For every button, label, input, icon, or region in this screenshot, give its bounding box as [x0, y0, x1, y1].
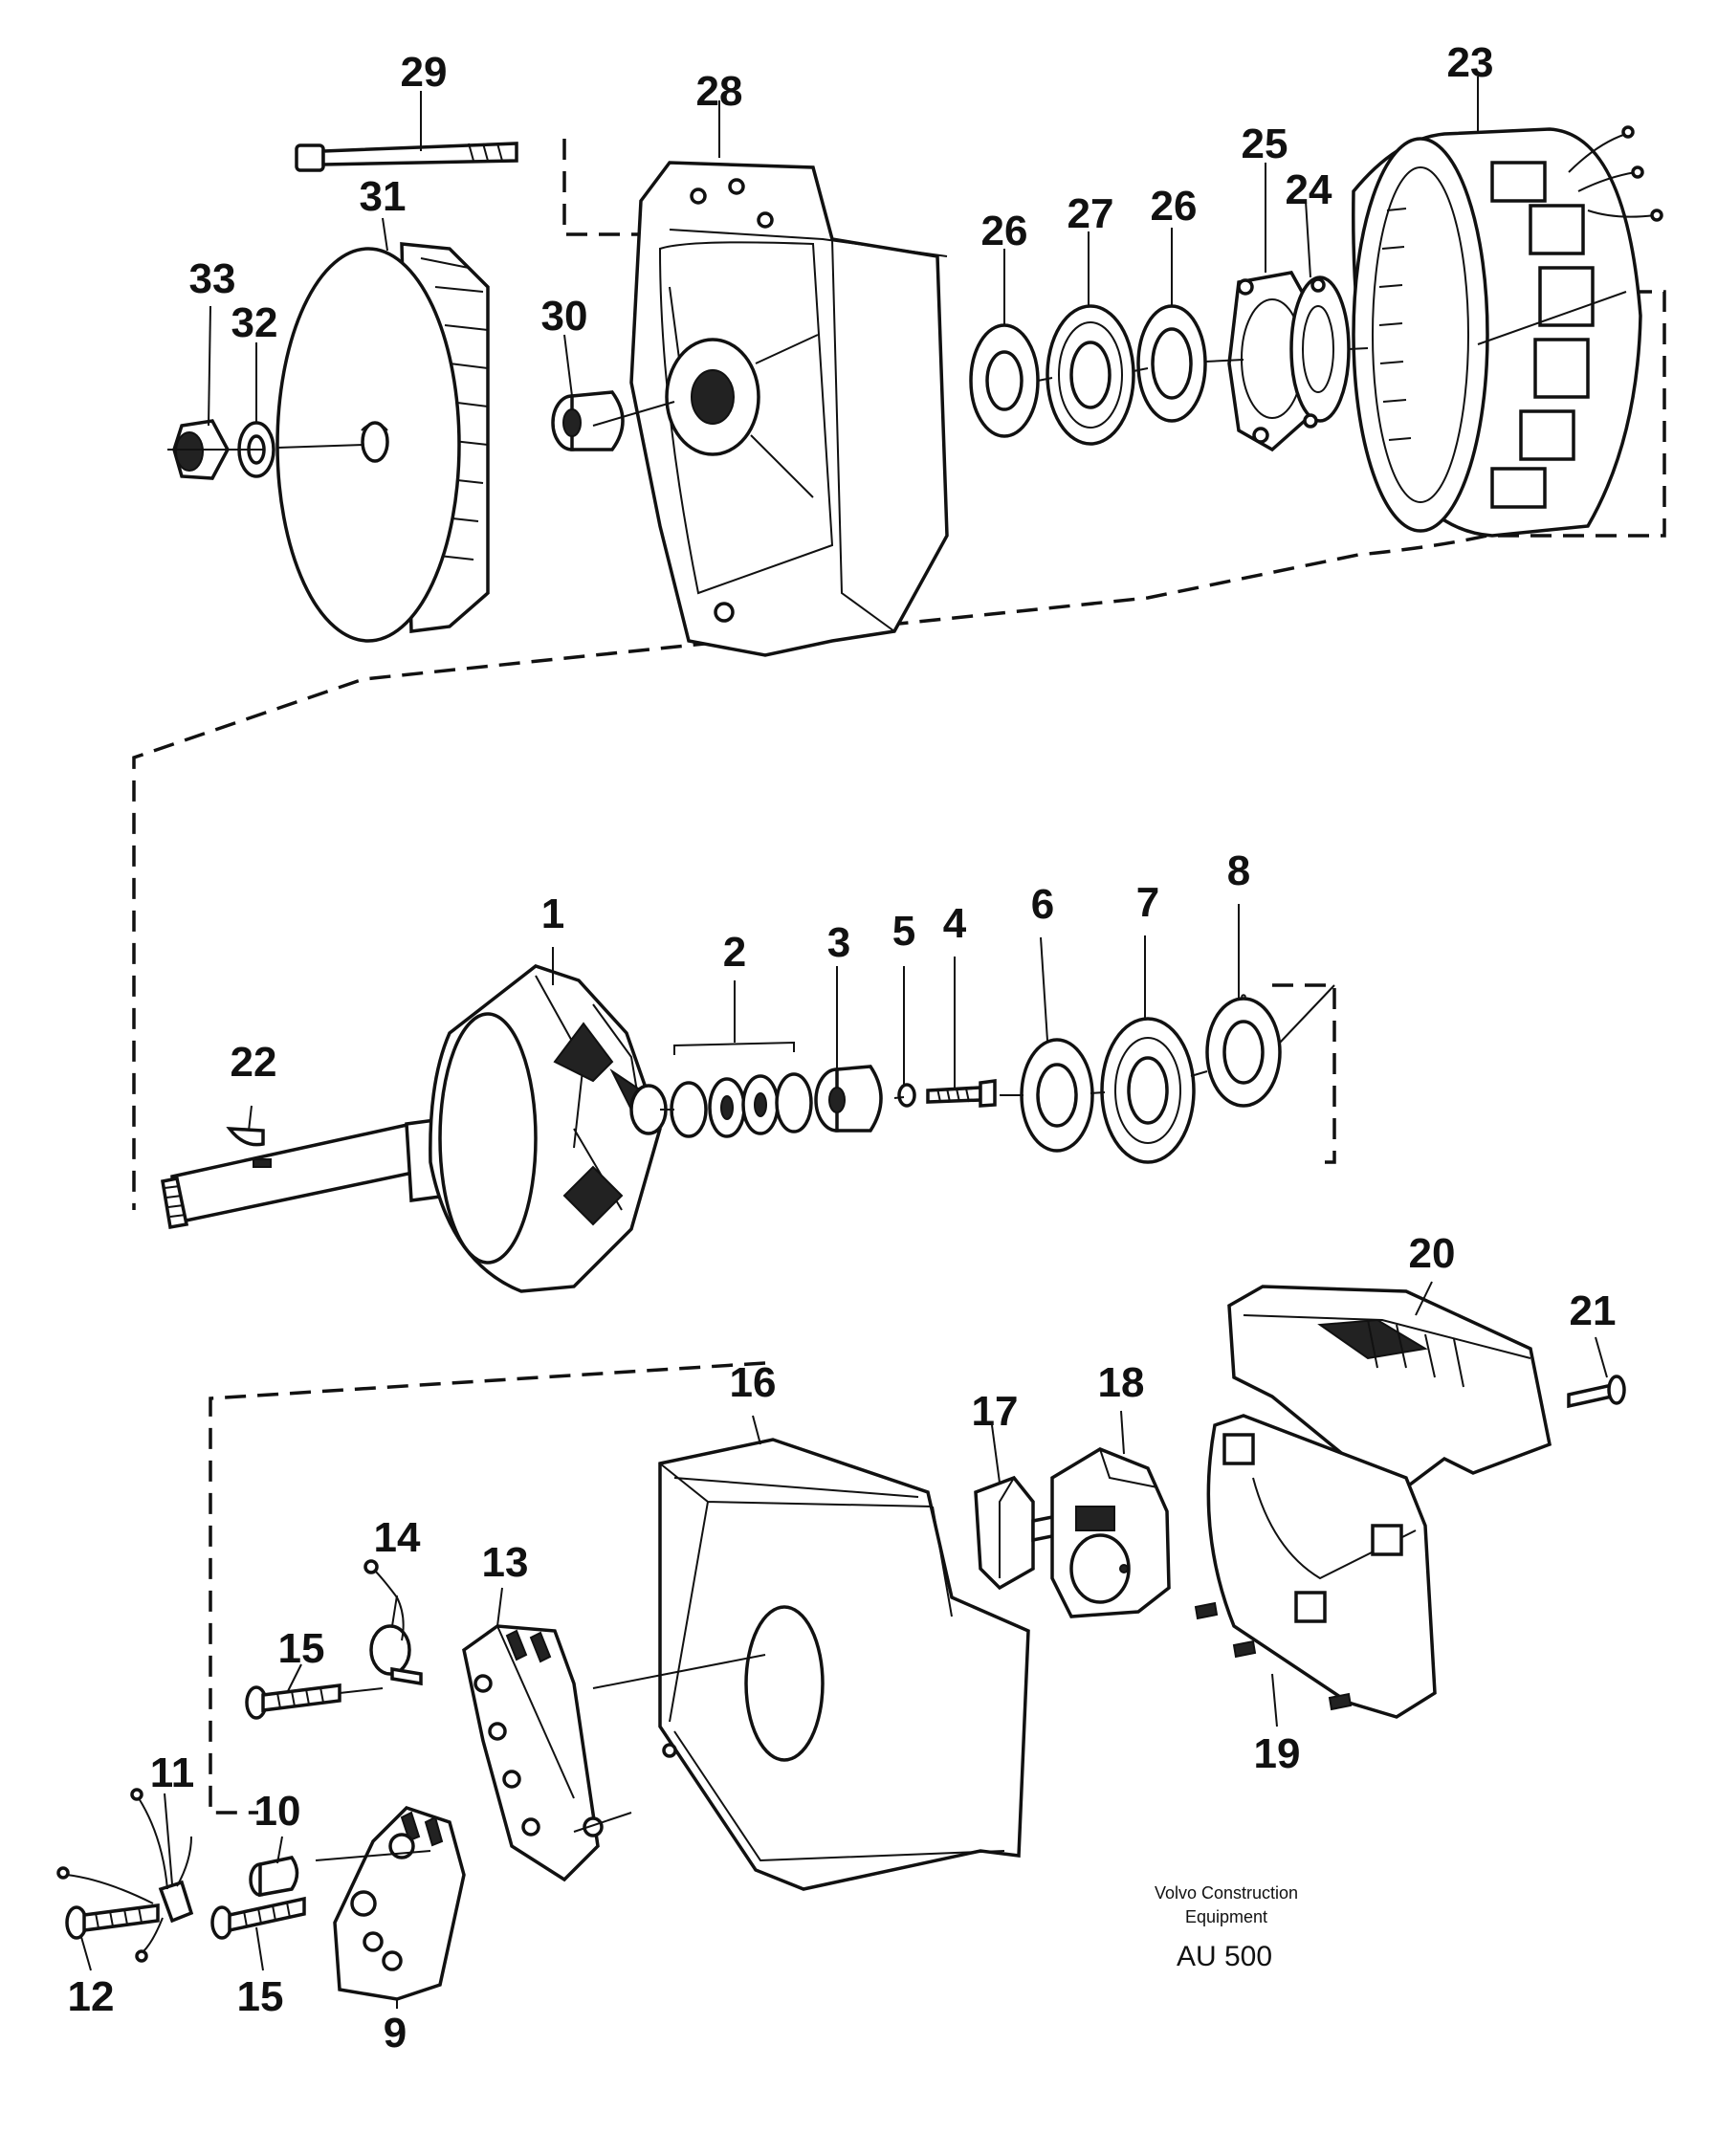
- top-row-assembly-axis: [167, 291, 1627, 451]
- bottom-row-assembly-axis: [315, 1654, 766, 1861]
- part-15-screw-lower: [210, 1896, 306, 1940]
- part-4-screw: [926, 1079, 997, 1108]
- manufacturer-caption: Volvo Construction Equipment AU 500: [1155, 1883, 1298, 1972]
- part-20-rear-cover: [1227, 1285, 1552, 1489]
- callout-2: 2: [723, 929, 746, 976]
- part-21-screw: [1567, 1375, 1626, 1409]
- part-7-ball-bearing: [1100, 1017, 1196, 1164]
- part-2-slip-rings: [670, 1041, 813, 1138]
- part-29-long-bolt: [295, 142, 518, 172]
- callout-9: 9: [384, 2010, 407, 2057]
- part-11-terminal-plate: [56, 1788, 194, 1963]
- part-23-stator: [1352, 125, 1663, 538]
- callout-32: 32: [231, 299, 278, 346]
- callout-11: 11: [150, 1749, 195, 1796]
- part-16-rear-housing: [658, 1438, 1030, 1891]
- callout-10: 10: [254, 1788, 301, 1835]
- callout-28: 28: [696, 68, 743, 115]
- part-19-diode-plate: [1194, 1414, 1437, 1719]
- part-24-bearing-cover: [1289, 275, 1351, 429]
- stator-slots: [1378, 161, 1595, 509]
- part-26-seal-ring-rear: [1136, 304, 1207, 423]
- part-3-slip-ring-bushing: [814, 1065, 883, 1133]
- callout-29: 29: [401, 49, 448, 96]
- part-17-regulator: [974, 1475, 1059, 1591]
- part-5-small-washer: [897, 1083, 916, 1108]
- callout-26-right: 26: [1151, 183, 1198, 230]
- callout-23: 23: [1447, 39, 1494, 86]
- callout-22: 22: [231, 1039, 277, 1086]
- part-6-seal-ring: [1020, 1038, 1094, 1153]
- callout-18: 18: [1098, 1359, 1145, 1406]
- callout-21: 21: [1570, 1287, 1617, 1334]
- part-30-spacer-sleeve: [551, 390, 625, 451]
- callout-1: 1: [541, 891, 564, 937]
- callout-5: 5: [892, 908, 915, 955]
- callout-12: 12: [68, 1973, 115, 2020]
- callout-33: 33: [189, 255, 236, 302]
- callout-13: 13: [482, 1539, 529, 1586]
- caption-line-1: Volvo Construction: [1155, 1883, 1298, 1903]
- callout-27: 27: [1068, 190, 1114, 237]
- callout-leader-lines: [80, 77, 1608, 2009]
- callout-17: 17: [972, 1388, 1019, 1435]
- part-22-woodruff-key: [226, 1127, 265, 1147]
- part-18-regulator-cover: [1050, 1447, 1171, 1618]
- diagram-code: AU 500: [1177, 1941, 1272, 1972]
- callout-25: 25: [1242, 121, 1288, 167]
- callout-15-lower: 15: [237, 1973, 284, 2020]
- part-10-sleeve: [249, 1856, 299, 1898]
- callout-16: 16: [730, 1359, 777, 1406]
- middle-row-assembly-axis: [660, 984, 1335, 1111]
- callout-31: 31: [360, 173, 407, 220]
- callout-24: 24: [1286, 166, 1332, 213]
- callout-14: 14: [374, 1514, 421, 1561]
- callout-26-left: 26: [981, 208, 1028, 254]
- callout-4: 4: [943, 900, 967, 947]
- callout-20: 20: [1409, 1230, 1456, 1277]
- part-27-ball-bearing: [1046, 304, 1135, 446]
- part-1-rotor: [160, 964, 668, 1293]
- part-9-brush-holder: [333, 1805, 466, 2001]
- callout-8: 8: [1227, 847, 1250, 894]
- callout-6: 6: [1031, 881, 1054, 928]
- caption-line-2: Equipment: [1185, 1907, 1267, 1926]
- part-28-end-shield-housing: [629, 161, 949, 657]
- part-13-rectifier-plate: [462, 1624, 604, 1882]
- callout-7: 7: [1136, 879, 1159, 926]
- part-8-seal-ring: [1205, 994, 1282, 1108]
- callout-labels: 29 28 23 25 24 31 27 26 26 33 32 30 8 1 …: [68, 39, 1617, 2057]
- callout-30: 30: [541, 293, 588, 340]
- callout-19: 19: [1254, 1730, 1301, 1777]
- part-12-screw: [65, 1903, 160, 1940]
- callout-3: 3: [827, 919, 850, 966]
- part-31-fan-pulley: [275, 242, 490, 643]
- part-15-screw-upper: [245, 1683, 341, 1720]
- part-26-seal-ring-front: [969, 323, 1040, 438]
- callout-15-upper: 15: [278, 1625, 325, 1672]
- assembly-dashed-connectors: [132, 139, 1666, 1815]
